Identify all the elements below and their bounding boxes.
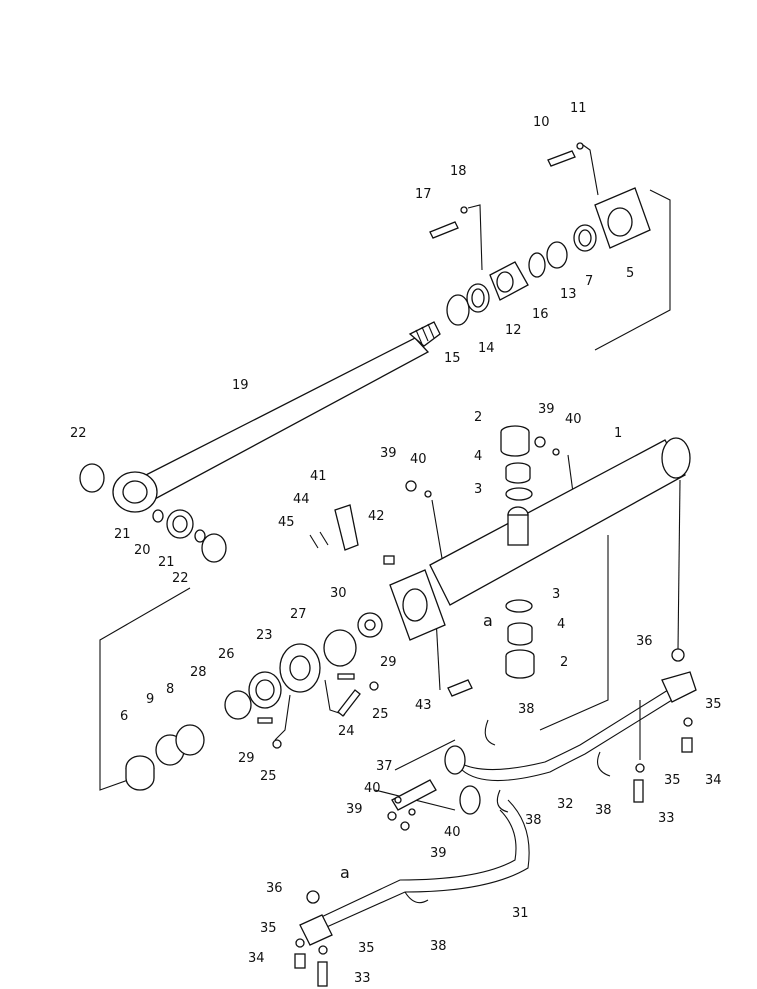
label-3-top: 3 xyxy=(474,482,482,497)
label-6: 6 xyxy=(120,709,128,724)
plate-37 xyxy=(387,779,437,831)
label-38-top: 38 xyxy=(518,702,535,717)
label-27: 27 xyxy=(290,607,307,622)
label-18: 18 xyxy=(450,164,467,179)
label-32: 32 xyxy=(557,797,574,812)
label-31: 31 xyxy=(512,906,529,921)
label-33-right: 33 xyxy=(658,811,675,826)
label-13: 13 xyxy=(560,287,577,302)
label-40-mid: 40 xyxy=(410,452,427,467)
label-4-bottom: 4 xyxy=(557,617,565,632)
label-22-bottom: 22 xyxy=(172,571,189,586)
fasteners xyxy=(294,648,693,987)
label-2-top: 2 xyxy=(474,410,482,425)
label-35-right-mid: 35 xyxy=(664,773,681,788)
label-39-mid: 39 xyxy=(380,446,397,461)
label-24: 24 xyxy=(338,724,355,739)
rod-end-rings xyxy=(79,463,227,563)
label-25-left: 25 xyxy=(260,769,277,784)
label-42: 42 xyxy=(368,509,385,524)
label-7: 7 xyxy=(585,274,593,289)
label-34-left: 34 xyxy=(248,951,265,966)
label-29-left: 29 xyxy=(238,751,255,766)
label-17: 17 xyxy=(415,187,432,202)
label-28: 28 xyxy=(190,665,207,680)
label-40-lower-right: 40 xyxy=(444,825,461,840)
label-4-top: 4 xyxy=(474,449,482,464)
label-34-right: 34 xyxy=(705,773,722,788)
trunnion-bearings xyxy=(405,425,560,679)
label-12: 12 xyxy=(505,323,522,338)
piston-rod xyxy=(112,321,441,513)
bolt-43 xyxy=(447,679,473,697)
label-22-top: 22 xyxy=(70,426,87,441)
label-40-lower-left: 40 xyxy=(364,781,381,796)
label-35-left: 35 xyxy=(260,921,277,936)
label-38-bottom: 38 xyxy=(430,939,447,954)
clamps xyxy=(404,719,611,904)
label-38-mid: 38 xyxy=(525,813,542,828)
label-33-left: 33 xyxy=(354,971,371,986)
label-15: 15 xyxy=(444,351,461,366)
pipe-32 xyxy=(444,671,697,782)
label-21-right: 21 xyxy=(158,555,175,570)
label-16: 16 xyxy=(532,307,549,322)
label-39-lower-left: 39 xyxy=(346,802,363,817)
label-25-right: 25 xyxy=(372,707,389,722)
label-9: 9 xyxy=(146,692,154,707)
label-39-top: 39 xyxy=(538,402,555,417)
label-43: 43 xyxy=(415,698,432,713)
label-30: 30 xyxy=(330,586,347,601)
label-a-barrel: a xyxy=(483,611,493,630)
label-11: 11 xyxy=(570,101,587,116)
label-36-left: 36 xyxy=(266,881,283,896)
label-14: 14 xyxy=(478,341,495,356)
cylinder-barrel xyxy=(389,437,691,641)
label-a-pipe: a xyxy=(340,863,350,882)
label-38-right: 38 xyxy=(595,803,612,818)
label-10: 10 xyxy=(533,115,550,130)
label-1: 1 xyxy=(614,426,622,441)
label-23: 23 xyxy=(256,628,273,643)
pipe-31 xyxy=(299,785,530,946)
label-35-left-bottom: 35 xyxy=(358,941,375,956)
label-37: 37 xyxy=(376,759,393,774)
label-35-right-top: 35 xyxy=(705,697,722,712)
label-39-lower-right: 39 xyxy=(430,846,447,861)
piston-group xyxy=(125,612,383,791)
label-20: 20 xyxy=(134,543,151,558)
label-8: 8 xyxy=(166,682,174,697)
label-41: 41 xyxy=(310,469,327,484)
gland-parts xyxy=(429,142,651,326)
label-36-right: 36 xyxy=(636,634,653,649)
label-44: 44 xyxy=(293,492,310,507)
label-21-left: 21 xyxy=(114,527,131,542)
bracket-parts xyxy=(309,504,395,565)
label-2-bottom: 2 xyxy=(560,655,568,670)
label-40-top: 40 xyxy=(565,412,582,427)
label-26: 26 xyxy=(218,647,235,662)
label-29-right: 29 xyxy=(380,655,397,670)
label-45: 45 xyxy=(278,515,295,530)
label-19: 19 xyxy=(232,378,249,393)
part-labels: 11 10 18 17 5 7 13 16 12 14 15 19 22 21 … xyxy=(70,101,722,986)
label-3-bottom: 3 xyxy=(552,587,560,602)
label-5: 5 xyxy=(626,266,634,281)
